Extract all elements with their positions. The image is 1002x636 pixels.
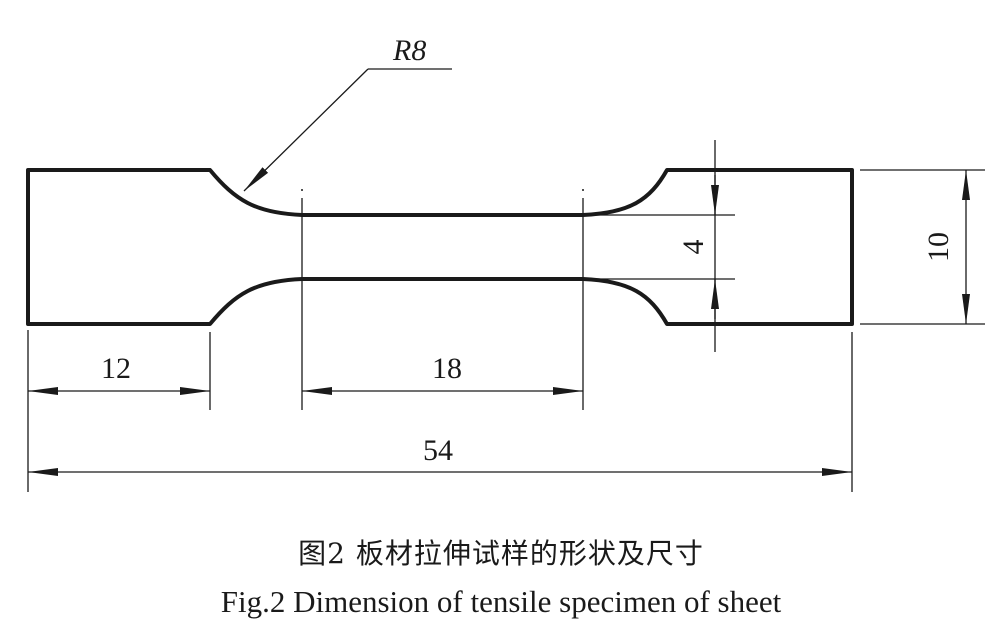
figure-caption-chinese: 图2 板材拉伸试样的形状及尺寸 xyxy=(298,537,704,570)
dim-text-grip-width: 10 xyxy=(922,232,955,262)
radius-label: R8 xyxy=(392,34,426,67)
specimen-outline xyxy=(26,168,854,326)
radius-leader xyxy=(243,68,452,192)
dim-text-grip: 12 xyxy=(101,352,131,385)
extension-lines xyxy=(27,169,985,492)
dim-text-total: 54 xyxy=(423,434,453,467)
dim-text-gauge-width: 4 xyxy=(677,240,710,255)
dim-text-gauge: 18 xyxy=(432,352,462,385)
figure-caption-english: Fig.2 Dimension of tensile specimen of s… xyxy=(220,584,782,619)
